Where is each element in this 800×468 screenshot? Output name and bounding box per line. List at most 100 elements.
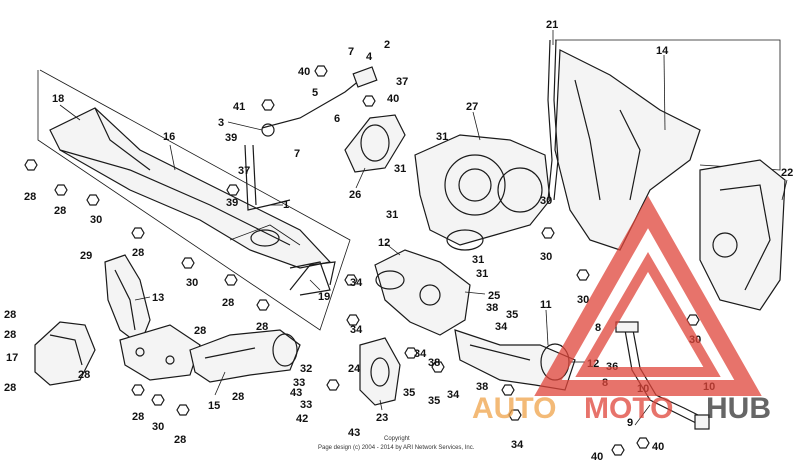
callout-40-b: 40 [387,93,399,105]
callout-28-d: 28 [4,309,16,321]
callout-28-g: 28 [78,369,90,381]
callout-29: 29 [80,250,92,262]
callout-43-a: 43 [290,387,302,399]
callout-30-f: 30 [577,294,589,306]
bolt-icon [261,99,275,111]
bolt-icon [611,444,625,456]
callout-41: 41 [233,101,245,113]
callout-40-c: 40 [591,451,603,463]
callout-26: 26 [349,189,361,201]
callout-34-e: 34 [447,389,460,401]
callout-34-b: 34 [350,324,363,336]
callout-13: 13 [152,292,164,304]
bolt-icon [181,257,195,269]
bolt-icon [314,65,328,77]
callout-37-b: 37 [238,165,250,177]
part-21-seal-strip [547,39,559,201]
callout-31-d: 31 [472,254,484,266]
callout-30-a: 30 [90,214,102,226]
callout-38-a: 38 [486,302,498,314]
callout-42: 42 [296,413,308,425]
callout-35-c: 35 [428,395,440,407]
part-25-manifold [374,249,471,336]
callout-12-top: 12 [378,237,390,249]
callout-3: 3 [218,117,224,129]
callout-43-b: 43 [348,427,360,439]
part-27-turbocharger [414,134,551,251]
bolt-icon [326,379,340,391]
callout-labels: 1 2 3 4 5 6 7 7 8 8 9 10 10 11 12 12 13 … [4,19,793,463]
bolt-icon [404,347,418,359]
bolt-icon [224,274,238,286]
callout-17: 17 [6,352,18,364]
callout-7-mid: 7 [294,148,300,160]
callout-39-a: 39 [225,132,237,144]
callout-31-e: 31 [476,268,488,280]
callout-9: 9 [627,417,633,429]
copyright-line-2: Page design (c) 2004 - 2014 by ARI Netwo… [318,445,475,451]
callout-34-c: 34 [495,321,508,333]
bolt-icon [54,184,68,196]
part-17-lower-cover [34,321,96,386]
callout-34-a: 34 [350,277,363,289]
callout-15: 15 [208,400,220,412]
triangle-logo-icon [534,195,762,396]
callout-28-b: 28 [54,205,66,217]
copyright-footer: Copyright Page design (c) 2004 - 2014 by… [318,436,475,451]
callout-30-d: 30 [540,195,552,207]
callout-33-b: 33 [300,399,312,411]
callout-18: 18 [52,93,64,105]
leader-lines [59,30,788,426]
callout-35-b: 35 [403,387,415,399]
callout-11: 11 [540,299,552,311]
callout-27: 27 [466,101,478,113]
callout-28-a: 28 [24,191,36,203]
callout-28-f: 28 [4,382,16,394]
bolt-icon [131,384,145,396]
callout-28-i: 28 [194,325,206,337]
callout-28-e: 28 [4,329,16,341]
callout-39-b: 39 [226,197,238,209]
part-14-heat-shield [554,39,781,251]
bolt-icon [431,361,445,373]
callout-1: 1 [283,199,289,211]
bolt-icon [176,404,190,416]
callout-7-top: 7 [348,46,354,58]
part-22-right-cover [699,159,786,311]
bolt-set [24,65,700,456]
automotohub-watermark: AUTO MOTO HUB [472,195,771,425]
callout-31-c: 31 [386,209,398,221]
callout-24: 24 [348,363,361,375]
part-23-gasket [359,337,401,406]
bolt-icon [256,299,270,311]
bolt-icon [576,269,590,281]
bolt-icon [508,409,522,421]
part-1-pipe [244,66,378,211]
callout-28-c: 28 [132,247,144,259]
bolt-icon [636,437,650,449]
bolt-icon [541,227,555,239]
callout-21: 21 [546,19,558,31]
callout-5: 5 [312,87,318,99]
watermark-hub-text: HUB [706,392,771,425]
bolt-icon [86,194,100,206]
part-26-flange [344,114,406,173]
bolt-icon [346,314,360,326]
callout-31-a: 31 [436,131,448,143]
callout-28-l: 28 [132,411,144,423]
callout-35-a: 35 [506,309,518,321]
callout-23: 23 [376,412,388,424]
part-bracket-assembly [119,324,201,381]
callout-22: 22 [781,167,793,179]
callout-25: 25 [488,290,500,302]
bolt-icon [131,227,145,239]
watermark-moto-text: MOTO [584,392,673,425]
callout-19: 19 [318,291,330,303]
callout-32: 32 [300,363,312,375]
callout-34-d: 34 [414,348,427,360]
callout-40-a: 40 [298,66,310,78]
bolt-icon [226,184,240,196]
bolt-icon [501,384,515,396]
callout-30-c: 30 [152,421,164,433]
